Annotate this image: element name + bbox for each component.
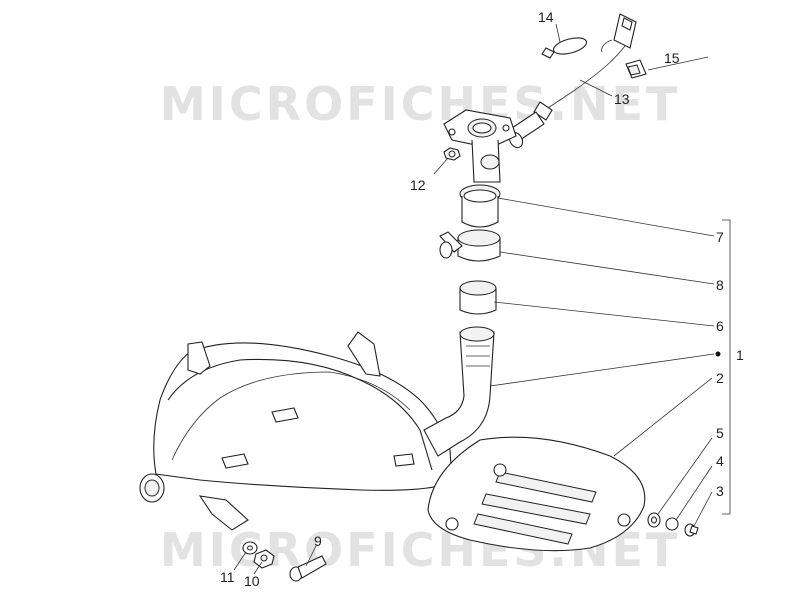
callout-6: 6 [716, 318, 724, 334]
callout-4: 4 [716, 453, 724, 469]
leader-lines [233, 23, 731, 575]
nut [443, 147, 461, 161]
callout-2: 2 [716, 370, 724, 386]
gasket [459, 184, 501, 228]
callout-labels: 1 2 3 4 5 6 7 8 9 10 11 12 13 14 15 [220, 9, 744, 589]
callout-9: 9 [314, 533, 322, 549]
callout-10: 10 [244, 573, 260, 589]
cable-tie [541, 37, 588, 59]
spacer [665, 517, 679, 531]
callout-14: 14 [538, 9, 554, 25]
grommet [625, 59, 647, 79]
washer-small [242, 541, 258, 555]
lambda-sensor [508, 13, 637, 149]
callout-5: 5 [716, 425, 724, 441]
clamp [439, 229, 501, 262]
callout-8: 8 [716, 277, 724, 293]
bolt [289, 555, 327, 582]
callout-13: 13 [614, 91, 630, 107]
callout-3: 3 [716, 483, 724, 499]
lock-washer [253, 549, 275, 569]
callout-dot [715, 351, 721, 357]
washer [647, 512, 661, 528]
callout-7: 7 [716, 229, 724, 245]
watermark-top: MICROFICHES.NET [160, 77, 680, 131]
callout-1: 1 [736, 347, 744, 363]
callout-11: 11 [220, 569, 235, 585]
screw [684, 523, 699, 537]
callout-15: 15 [664, 50, 680, 66]
callout-12: 12 [410, 177, 426, 193]
exhaust-flange [443, 109, 517, 183]
muffler [139, 326, 495, 531]
sleeve [459, 280, 497, 315]
heat-shield [427, 436, 646, 552]
